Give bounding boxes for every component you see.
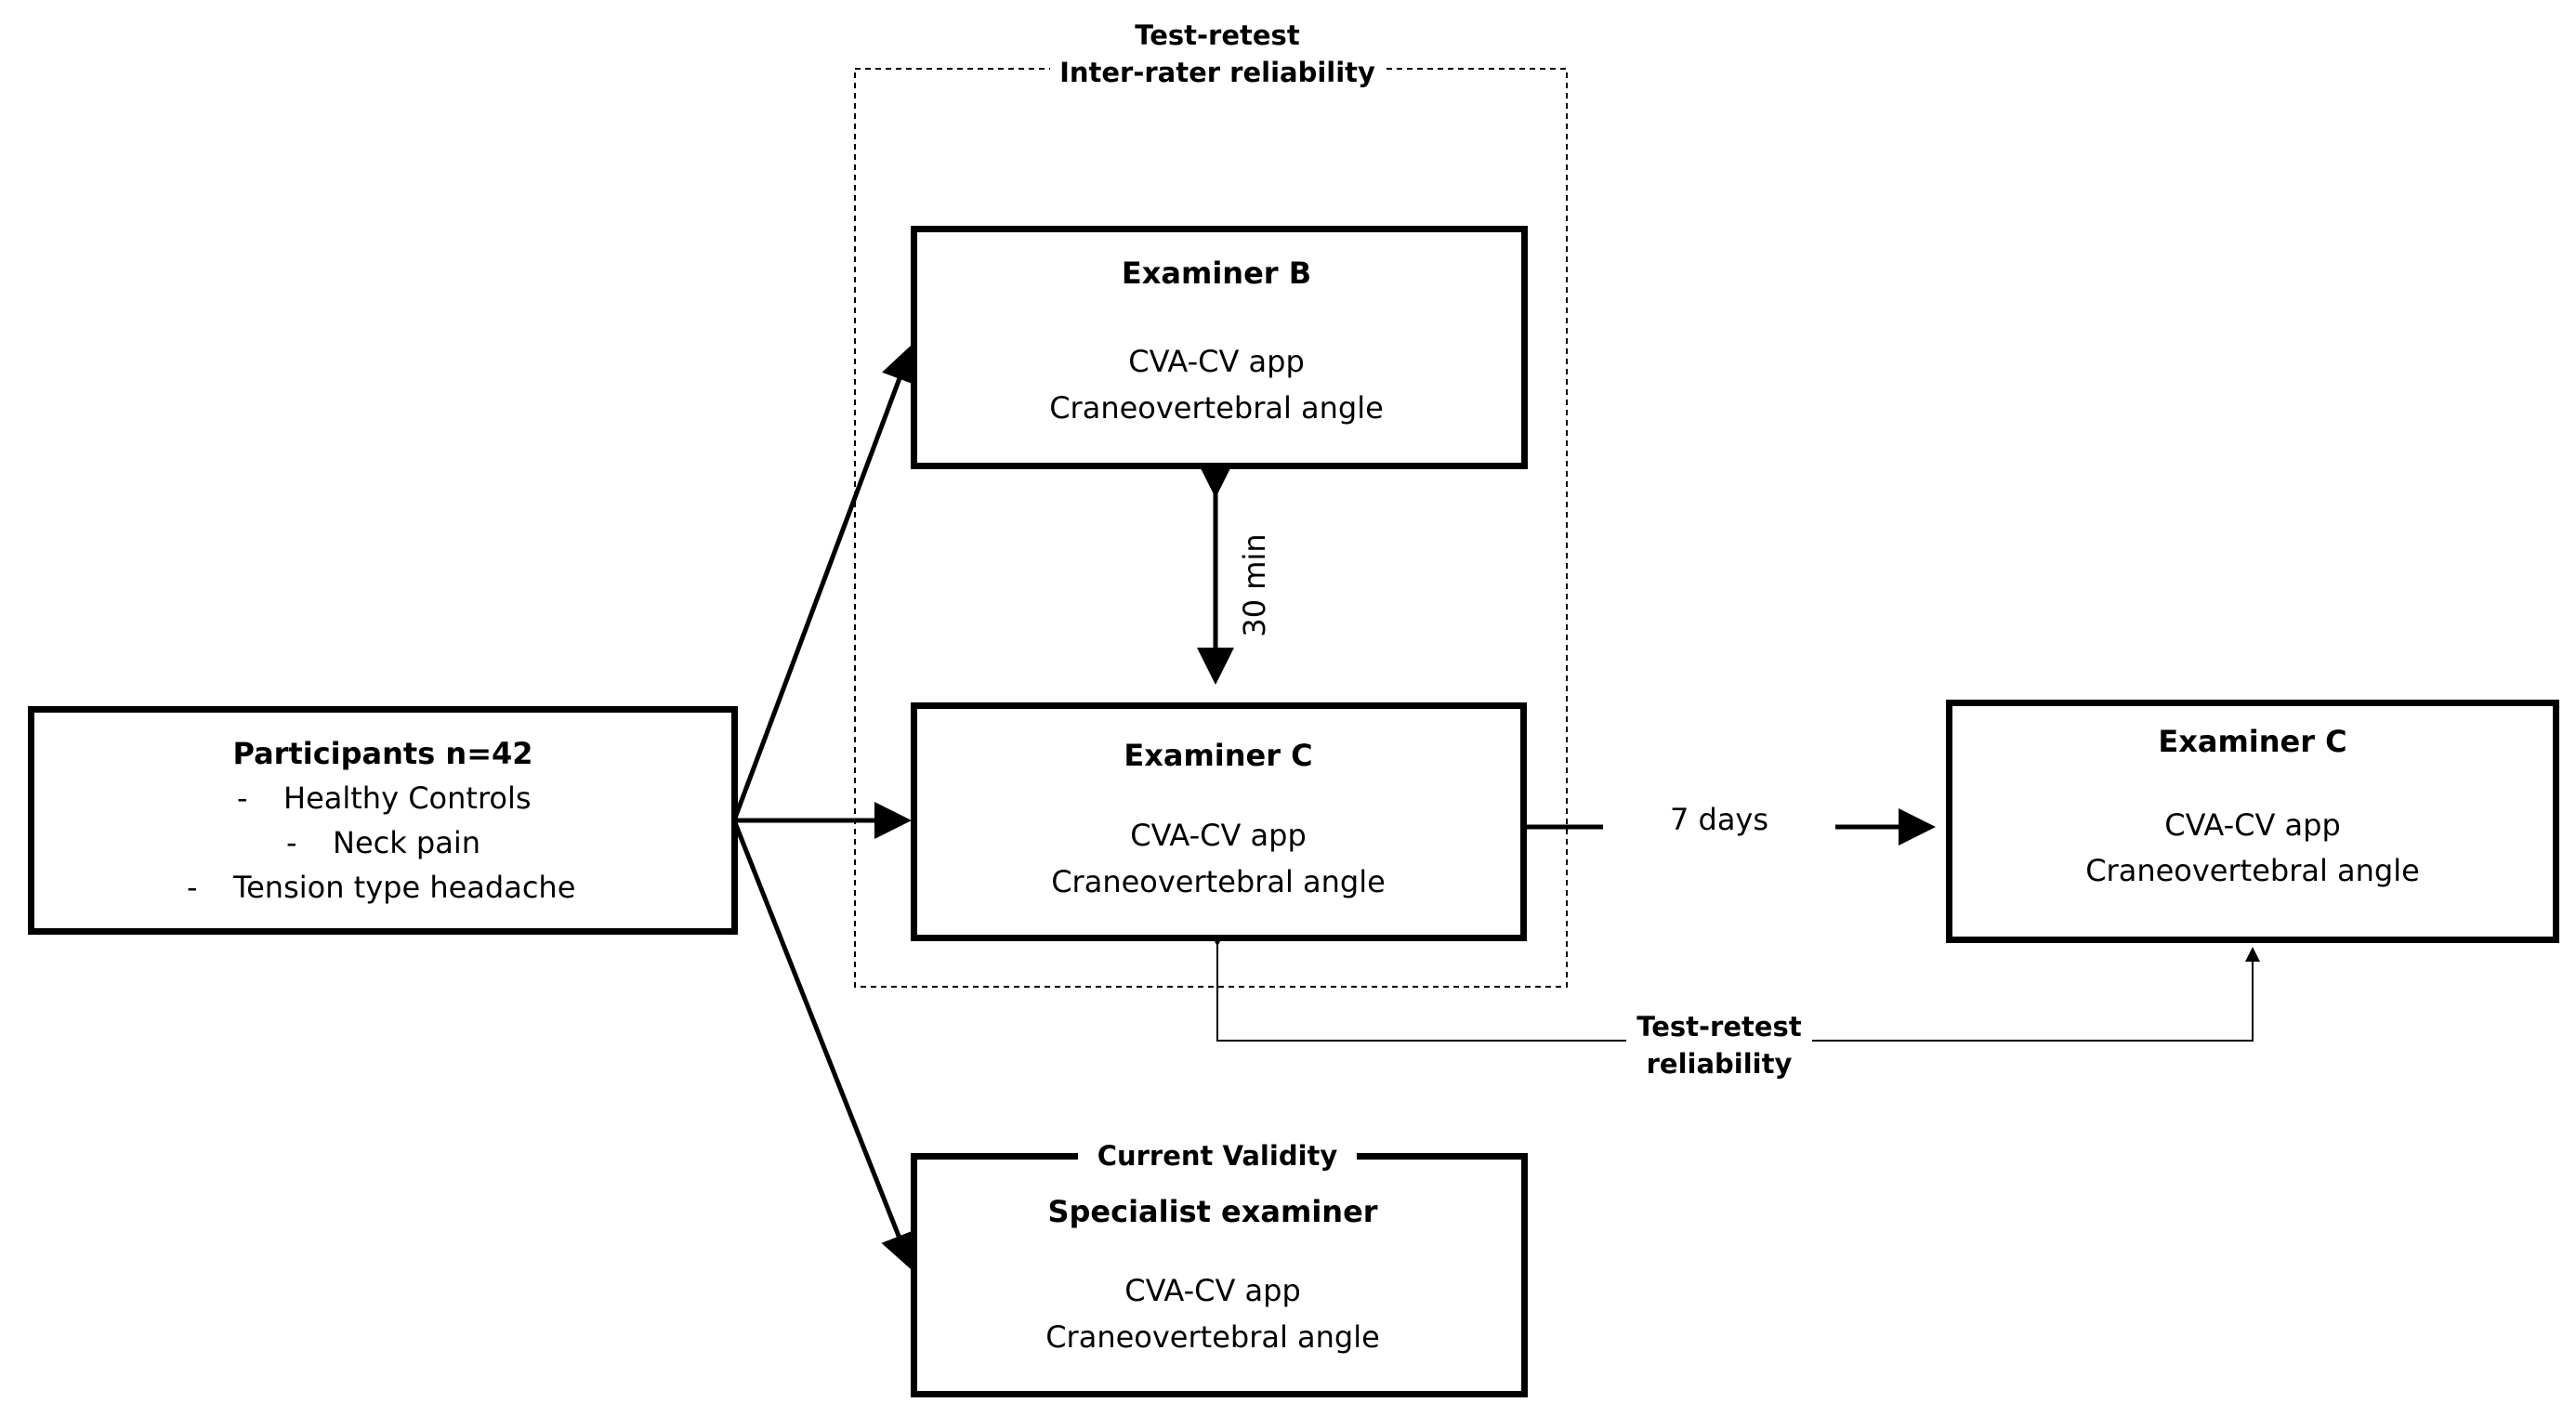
specialist-measure: Craneovertebral angle (1045, 1319, 1380, 1355)
specialist-box (911, 1153, 1528, 1397)
examiner-c-title: Examiner C (1124, 738, 1313, 773)
participants-item-neck-pain: Neck pain (333, 825, 481, 860)
examiner-c-box (911, 702, 1527, 941)
examiner-b-box (911, 226, 1528, 469)
participants-box (28, 706, 738, 935)
test-retest-label-line2: reliability (1646, 1048, 1793, 1080)
participants-item-bullet: - (286, 825, 297, 860)
reliability-group-label: Test-retest Inter-rater reliability (1050, 17, 1385, 91)
current-validity-label: Current Validity (1078, 1137, 1357, 1174)
reliability-group-boundary (854, 68, 1568, 988)
examiner-c-followup-title: Examiner C (2158, 724, 2347, 759)
participants-item-bullet: - (237, 780, 248, 816)
interval-7-days-label: 7 days (1669, 802, 1769, 837)
specialist-app: CVA-CV app (1124, 1273, 1301, 1308)
reliability-group-label-line1: Test-retest (1135, 20, 1300, 51)
examiner-c-followup-measure: Craneovertebral angle (2085, 853, 2420, 888)
specialist-title: Specialist examiner (1047, 1194, 1378, 1229)
test-retest-reliability-label: Test-retest reliability (1626, 1008, 1812, 1082)
examiner-c-measure: Craneovertebral angle (1051, 864, 1386, 899)
interval-30-min-label: 30 min (1237, 533, 1272, 637)
participants-title: Participants n=42 (232, 736, 533, 771)
participants-item-healthy-controls: Healthy Controls (283, 780, 532, 816)
examiner-c-app: CVA-CV app (1130, 818, 1307, 853)
examiner-c-followup-box (1946, 700, 2559, 943)
reliability-group-label-line2: Inter-rater reliability (1059, 57, 1375, 88)
participants-item-tension-type-headache: Tension type headache (233, 870, 576, 905)
arrow-participants-to-specialist (731, 819, 916, 1271)
examiner-c-followup-app: CVA-CV app (2164, 807, 2341, 843)
examiner-b-app: CVA-CV app (1128, 344, 1305, 379)
arrow-participants-to-examiner-b (731, 344, 917, 821)
test-retest-label-line1: Test-retest (1636, 1011, 1802, 1042)
examiner-b-measure: Craneovertebral angle (1049, 390, 1384, 426)
participants-item-bullet: - (187, 870, 198, 905)
examiner-b-title: Examiner B (1121, 256, 1312, 291)
